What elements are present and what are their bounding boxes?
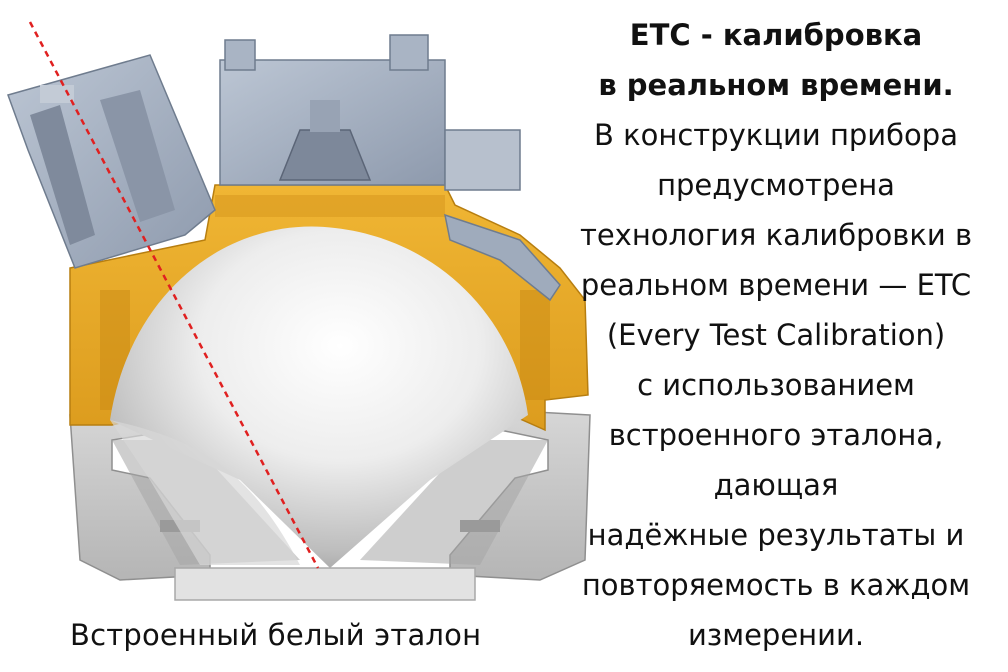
description-block: ETC - калибровка в реальном времени. В к… [548,10,1004,660]
body-line-3: технология калибровки в [579,218,973,252]
detector-arm [7,54,216,269]
title-line-1: ETC - калибровка [629,18,923,52]
body-line-4: реальном времени — ETC [580,268,972,302]
title-line-2: в реальном времени. [598,68,954,102]
body-line-2: предусмотрена [657,168,895,202]
body-line-6: с использованием [637,368,915,402]
body-line-1: В конструкции прибора [594,118,958,152]
integrating-sphere [110,226,528,568]
body-line-5: (Every Test Calibration) [606,318,946,352]
body-line-8: дающая [713,468,839,502]
body-line-11: измерении. [687,618,865,652]
measurement-beam-line [28,21,320,569]
reference-caption: Встроенный белый эталон [70,618,482,652]
body-line-10: повторяемость в каждом [581,568,971,602]
body-line-9: надёжные результаты и [587,518,965,552]
instrument-cross-section-diagram [7,21,591,601]
top-mechanism [219,34,561,302]
white-reference-tile [174,567,476,601]
body-line-7: встроенного эталона, [608,418,944,452]
